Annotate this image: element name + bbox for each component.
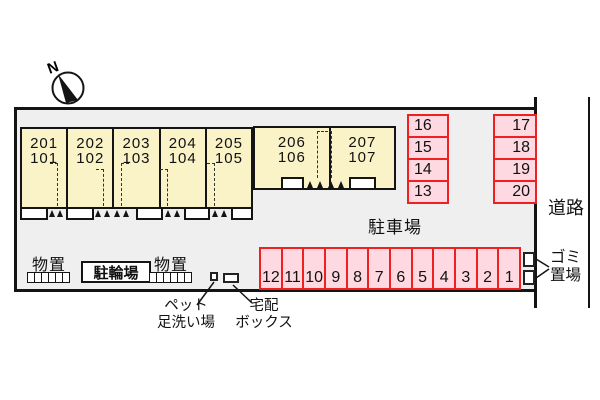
road-label: 道路 — [548, 198, 584, 218]
entry-path — [167, 169, 168, 206]
parking-row: 12 11 10 9 8 7 6 5 4 3 2 1 — [259, 247, 522, 290]
garbage-bin — [523, 270, 535, 285]
parking-space-15: 15 — [407, 136, 449, 160]
storage-right-units — [149, 272, 192, 283]
entry-path — [50, 163, 58, 164]
unit-upper-number: 205 — [214, 135, 243, 152]
door-marker — [316, 181, 323, 188]
parking-area-label: 駐車場 — [368, 218, 422, 237]
door-marker — [327, 181, 334, 188]
door-marker — [211, 210, 218, 217]
entrance-step — [231, 207, 253, 220]
unit-lower-number: 104 — [168, 150, 197, 167]
entrance-step — [184, 207, 210, 220]
door-marker — [113, 210, 120, 217]
storage-locker — [184, 272, 192, 283]
door-marker — [103, 210, 110, 217]
unit-lower-number: 106 — [277, 149, 306, 166]
entry-path — [121, 163, 129, 164]
unit-lower-number: 102 — [76, 150, 105, 167]
storage-left-label: 物置 — [32, 257, 67, 274]
entry-path — [214, 163, 215, 206]
unit-upper-number: 206 — [277, 134, 306, 151]
entry-path — [331, 131, 332, 178]
storage-locker — [62, 272, 70, 283]
door-marker — [122, 210, 129, 217]
door-marker — [173, 210, 180, 217]
entry-path — [103, 169, 104, 206]
door-marker — [220, 210, 227, 217]
unit-lower-number: 107 — [348, 149, 377, 166]
unit-upper-number: 203 — [122, 135, 151, 152]
compass-north-icon: N — [45, 58, 85, 105]
parking-space-5: 5 — [410, 247, 435, 290]
entry-path — [57, 163, 58, 206]
parking-space-12: 12 — [259, 247, 283, 290]
entrance-step — [136, 207, 163, 220]
door-marker — [306, 181, 313, 188]
garbage-area-label: ゴミ 置場 — [550, 249, 582, 284]
bicycle-parking-label: 駐輪場 — [93, 264, 139, 282]
door-marker — [48, 210, 55, 217]
unit-upper-number: 201 — [30, 135, 59, 152]
parking-space-13: 13 — [407, 180, 449, 204]
delivery-box — [223, 273, 239, 283]
unit-lower-number: 101 — [30, 150, 59, 167]
pet-wash-label: ペット 足洗い場 — [157, 298, 215, 331]
entry-path — [96, 169, 104, 170]
entry-path — [121, 163, 122, 206]
entry-path — [317, 131, 332, 132]
entrance-step — [20, 207, 48, 220]
unit-upper-number: 207 — [348, 134, 377, 151]
entry-path — [207, 163, 215, 164]
entrance-step — [66, 207, 94, 220]
road-right-line — [588, 97, 590, 308]
entry-path — [160, 169, 168, 170]
door-marker — [56, 210, 63, 217]
door-marker — [337, 181, 344, 188]
door-marker — [94, 210, 101, 217]
pet-wash-station — [210, 272, 218, 281]
unit-lower-number: 105 — [214, 150, 243, 167]
unit-upper-number: 202 — [76, 135, 105, 152]
entry-path — [317, 131, 318, 178]
entrance-step — [349, 177, 376, 190]
entrance-step — [281, 177, 304, 190]
parking-space-14: 14 — [407, 158, 449, 182]
delivery-box-label: 宅配 ボックス — [235, 298, 293, 331]
parking-space-1: 1 — [497, 247, 522, 290]
door-marker — [164, 210, 171, 217]
unit-upper-number: 204 — [168, 135, 197, 152]
parking-space-16: 16 — [407, 114, 449, 138]
parking-space-20: 20 — [493, 180, 537, 204]
storage-left-units — [27, 272, 70, 283]
unit-lower-number: 103 — [122, 150, 151, 167]
storage-right-label: 物置 — [154, 257, 189, 274]
garbage-bin — [523, 252, 535, 267]
